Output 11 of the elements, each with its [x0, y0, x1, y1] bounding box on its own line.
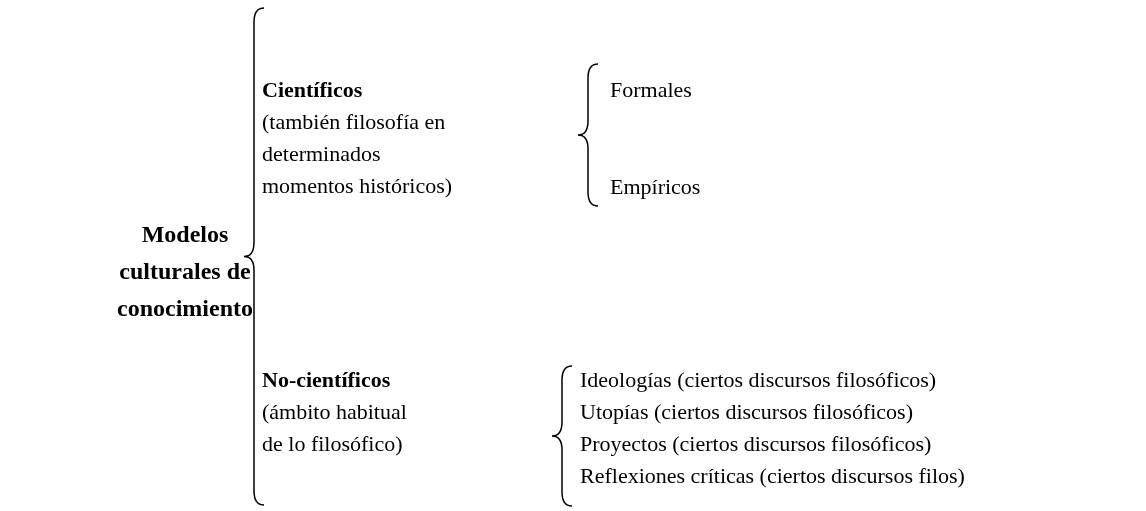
category-title: No-científicos [262, 366, 391, 394]
list-item: Formales [610, 76, 692, 104]
list-item: Proyectos (ciertos discursos filosóficos) [580, 430, 932, 458]
list-item: Empíricos [610, 173, 701, 201]
heading-text: Modelos culturales de conocimiento [116, 220, 254, 323]
category-note: (ámbito habitual de lo filosófico) [262, 398, 408, 458]
list-item: Reflexiones críticas (ciertos discursos filos) [580, 462, 965, 490]
category-note: (también filosofía en determinados momentos históricos) [262, 108, 454, 200]
list-item: Ideologías (ciertos discursos filosóficos) [580, 366, 937, 394]
category-title: Científicos [262, 76, 363, 104]
list-item: Utopías (ciertos discursos filosóficos) [580, 398, 913, 426]
